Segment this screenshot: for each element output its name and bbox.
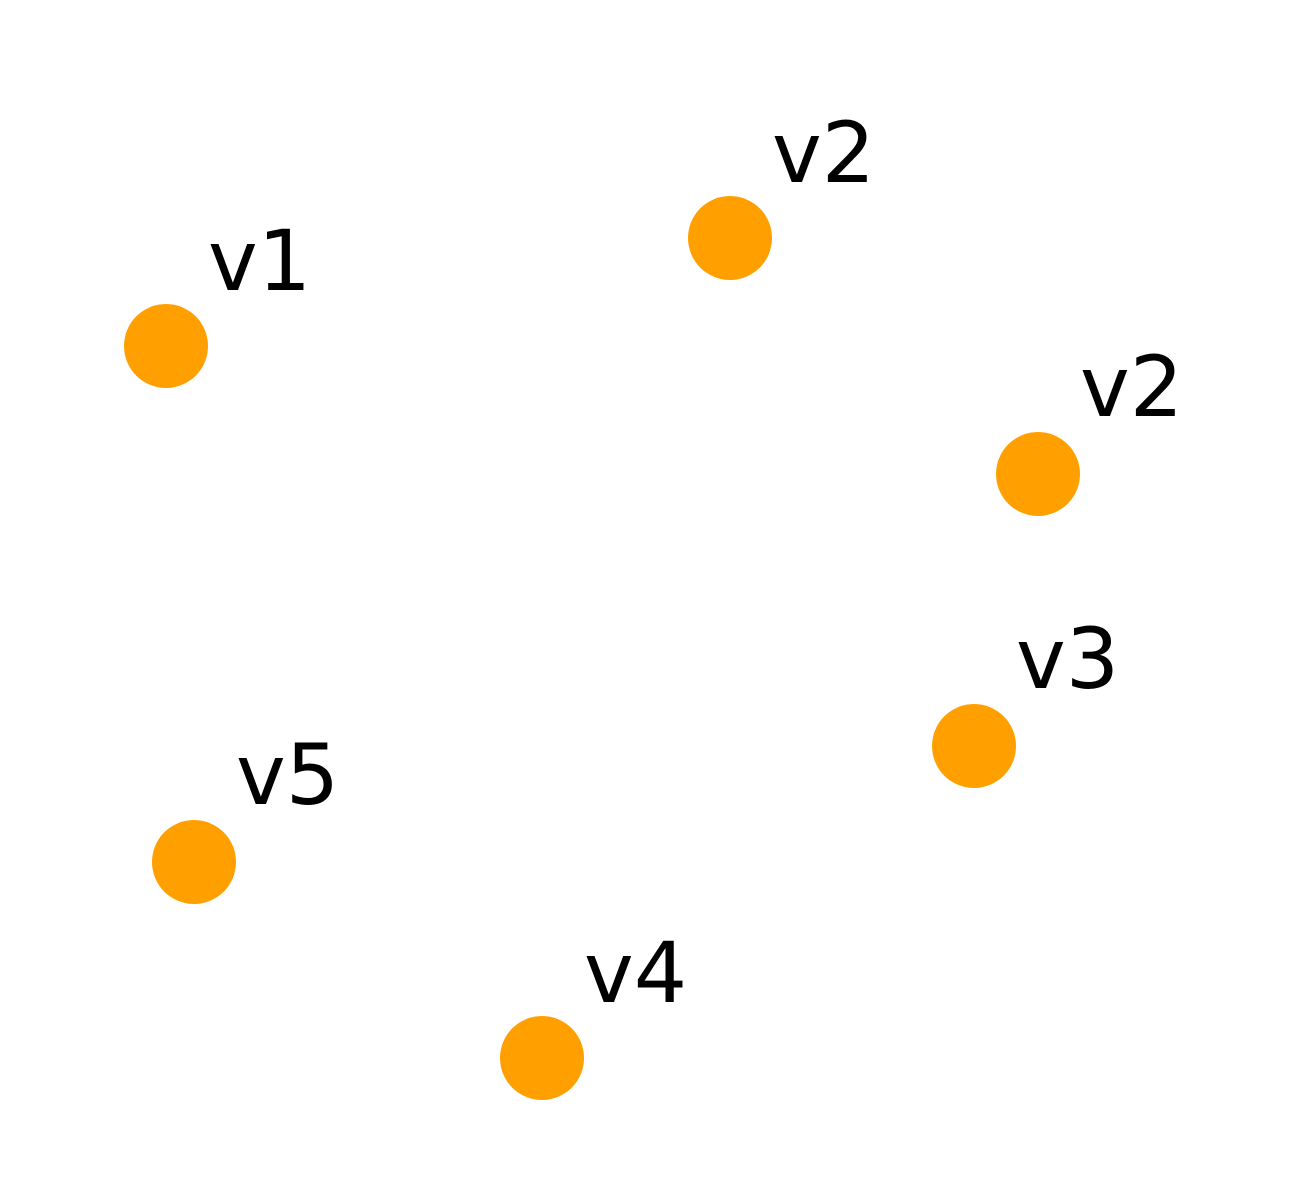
node-v4-dot: [500, 1016, 584, 1100]
node-v5-label: v5: [236, 726, 339, 824]
node-v1-label: v1: [208, 212, 311, 310]
node-v3-dot: [932, 704, 1016, 788]
node-v5-dot: [152, 820, 236, 904]
node-v5: v5: [152, 726, 339, 904]
node-v2-top-label: v2: [772, 104, 875, 202]
node-v3: v3: [932, 610, 1119, 788]
node-v2-right: v2: [996, 338, 1183, 516]
node-v4: v4: [500, 924, 687, 1100]
node-v2-top: v2: [688, 104, 875, 280]
node-v4-label: v4: [584, 924, 687, 1022]
node-v2-right-dot: [996, 432, 1080, 516]
node-v2-top-dot: [688, 196, 772, 280]
node-v1: v1: [124, 212, 311, 388]
node-v2-right-label: v2: [1080, 338, 1183, 436]
node-v3-label: v3: [1016, 610, 1119, 708]
node-v1-dot: [124, 304, 208, 388]
